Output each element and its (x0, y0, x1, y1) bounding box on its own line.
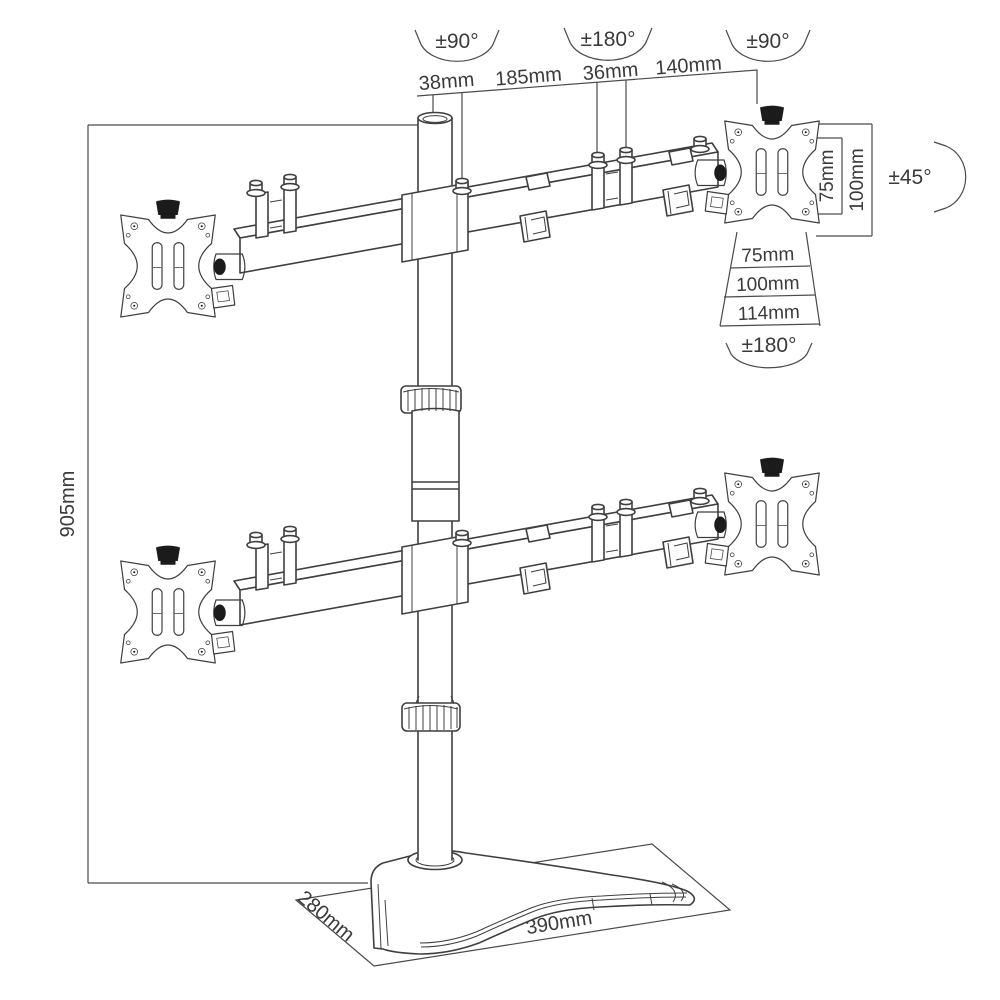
rotation-arc-right: ±90° (725, 29, 811, 62)
pole-height-label: 905mm (57, 471, 79, 538)
vesa-75-vertical-label: 75mm (817, 150, 838, 203)
vesa-100-vertical-label: 100mm (847, 148, 868, 211)
upper-arm (233, 135, 719, 274)
rotation-arc-left: ±90° (414, 29, 500, 62)
upper-arm-clip-1 (519, 210, 551, 243)
plate-rotation-annotation: ±180° (725, 334, 813, 369)
height-dimension: 905mm (57, 124, 418, 884)
upper-arm-clip-2 (662, 184, 694, 217)
vesa-114-width-label: 114mm (737, 302, 800, 325)
lower-arm-clip-2 (662, 536, 694, 569)
lower-arm (233, 487, 719, 626)
tilt-annotation: ±45° (888, 141, 967, 213)
dim-185mm: 185mm (494, 63, 562, 90)
arm-mid-swivel-label: ±180° (581, 28, 636, 51)
top-dimension-chain: 38mm 185mm 36mm 140mm (416, 52, 758, 180)
rotation-arc-center: ±180° (563, 27, 653, 61)
tilt-label: ±45° (888, 166, 931, 189)
plate-rotation-label: ±180° (742, 334, 797, 357)
pole-top-cap (417, 111, 453, 125)
base-foot (370, 849, 696, 955)
lower-arm-clip-1 (519, 562, 551, 595)
vesa-bottom-dimensions: 75mm 100mm 114mm ±180° (719, 231, 821, 369)
rotation-annotations: ±90° ±180° ±90° (414, 27, 811, 62)
dim-140mm: 140mm (654, 52, 722, 79)
vesa-75-width-label: 75mm (741, 244, 794, 267)
upper-arm-pole-bracket (401, 182, 469, 263)
pole-adjust-ring-lower (401, 695, 461, 732)
end-swivel-label: ±90° (746, 30, 789, 53)
dim-38mm: 38mm (418, 69, 475, 95)
dim-36mm: 36mm (582, 59, 639, 85)
vesa-side-dimensions: 75mm 100mm ±45° (812, 123, 967, 237)
lower-arm-pole-bracket (401, 534, 469, 615)
vesa-plate-lower-left (120, 545, 246, 664)
pole-swivel-label: ±90° (435, 30, 478, 53)
vesa-plate-upper-left (120, 199, 246, 318)
vesa-100-width-label: 100mm (736, 273, 800, 296)
pole-sleeve (411, 407, 460, 522)
